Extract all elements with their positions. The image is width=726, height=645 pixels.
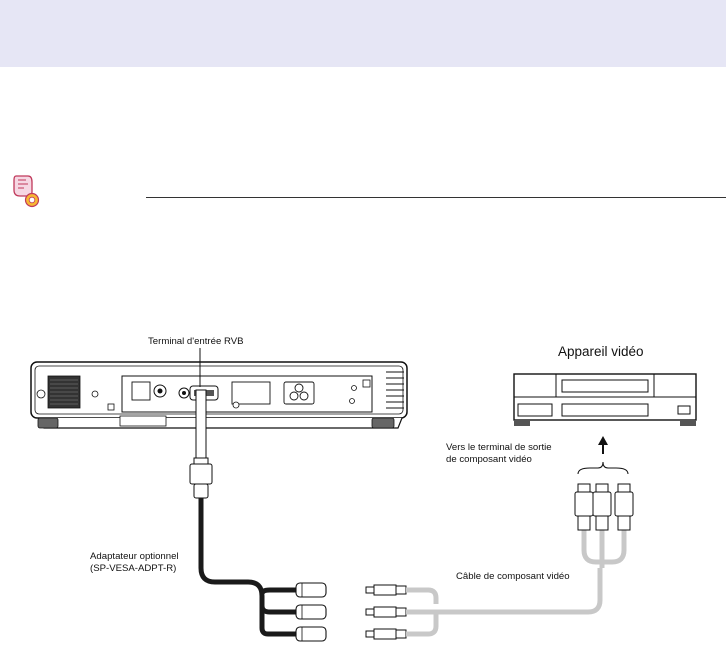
note-divider	[146, 197, 726, 198]
video-device-title: Appareil vidéo	[558, 344, 644, 359]
video-device-illustration	[513, 373, 697, 426]
vcr-rca-plugs	[574, 483, 634, 531]
projector-illustration	[30, 361, 408, 429]
header-band	[0, 0, 726, 67]
adapter-label-line1: Adaptateur optionnel	[90, 551, 179, 562]
adapter-rca-jacks	[295, 582, 327, 642]
important-note-icon	[6, 172, 42, 208]
rgb-terminal-label: Terminal d'entrée RVB	[148, 336, 244, 347]
output-terminal-label-line2: de composant vidéo	[446, 454, 532, 465]
adapter-label-line2: (SP-VESA-ADPT-R)	[90, 563, 177, 574]
component-video-cable	[406, 530, 627, 637]
up-arrow-icon	[598, 436, 608, 454]
component-cable-plugs	[365, 584, 407, 640]
output-terminal-label-line1: Vers le terminal de sortie	[446, 442, 552, 453]
component-cable-label: Câble de composant vidéo	[456, 571, 570, 582]
